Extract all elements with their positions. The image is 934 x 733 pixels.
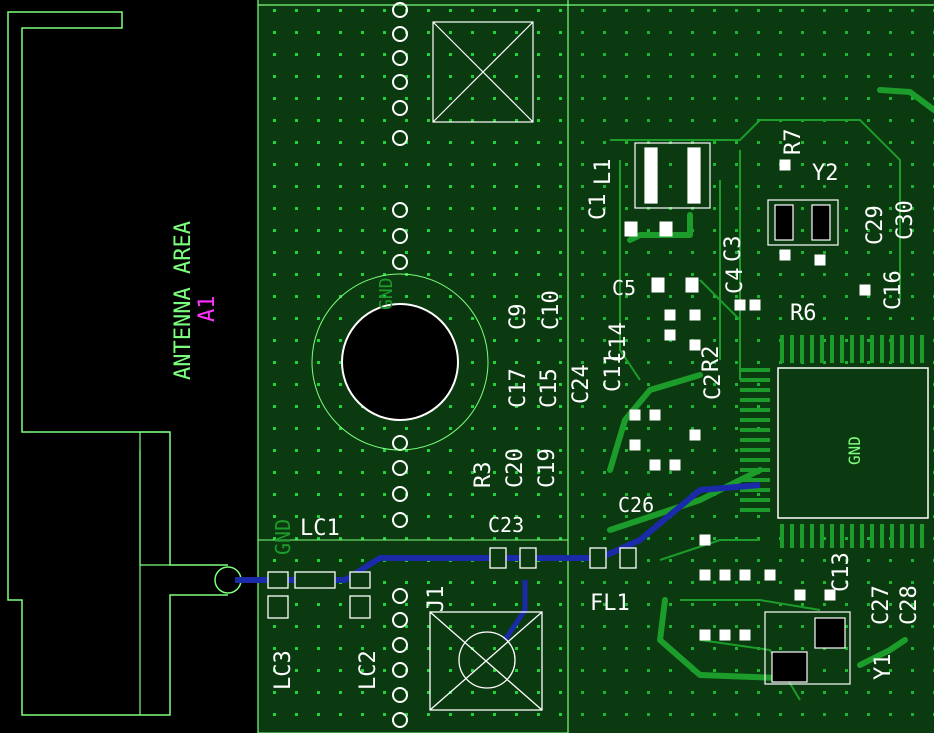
label-fl1: FL1 [590, 591, 630, 616]
label-c15: C15 [537, 368, 562, 408]
silkscreen-labels: ANTENNA AREA A1 GND GND LC1 LC3 LC2 J1 L… [171, 129, 922, 691]
label-c23: C23 [488, 513, 524, 537]
label-c11: C11 [601, 352, 626, 392]
label-c29: C29 [863, 205, 888, 245]
label-y2: Y2 [812, 161, 839, 186]
label-antenna-area: ANTENNA AREA [171, 221, 196, 380]
label-c26: C26 [618, 493, 654, 517]
label-a1: A1 [195, 296, 220, 323]
mounting-hole [341, 303, 459, 421]
label-c14: C14 [606, 322, 631, 362]
rf-branch-trace [502, 580, 528, 642]
label-c13: C13 [829, 552, 854, 592]
label-r3: R3 [471, 462, 496, 489]
label-c28: C28 [897, 585, 922, 625]
j1-connector [429, 611, 543, 711]
label-c9: C9 [506, 304, 531, 331]
label-lc2: LC2 [356, 650, 381, 690]
antenna-trace [7, 11, 228, 716]
ic-pins-bottom [780, 524, 924, 548]
label-r6: R6 [790, 301, 817, 326]
label-r7: R7 [781, 129, 806, 156]
label-lc3: LC3 [271, 650, 296, 690]
label-c24: C24 [569, 364, 594, 404]
label-j1: J1 [424, 586, 449, 613]
label-gnd-left: GND [271, 519, 295, 555]
main-ic [777, 367, 929, 519]
label-c1: C1 [586, 194, 611, 221]
label-c27: C27 [869, 585, 894, 625]
label-c19: C19 [535, 448, 560, 488]
top-square-component [432, 21, 534, 123]
passive-pads [624, 159, 871, 641]
castellated-pads [392, 2, 408, 728]
label-c5: C5 [612, 276, 636, 300]
label-c20: C20 [503, 448, 528, 488]
y2-crystal [767, 199, 839, 246]
mounting-hole-keepout [311, 273, 489, 451]
ic-pins-left [740, 368, 770, 512]
ic-pins-top [780, 335, 924, 363]
l1-inductor [634, 142, 711, 209]
label-gnd-mid: GND [376, 277, 397, 310]
rf-matching-pads [267, 547, 637, 619]
label-c4: C4 [723, 268, 748, 295]
label-lc1: LC1 [300, 516, 340, 541]
rf-section-outline [257, 539, 569, 733]
label-c2: C2 [701, 374, 726, 401]
via-stitching-right [568, 0, 934, 733]
label-y1: Y1 [871, 654, 896, 681]
label-c30: C30 [893, 200, 918, 240]
label-c3: C3 [721, 236, 746, 263]
label-gnd-chip: GND [845, 436, 864, 465]
label-c16: C16 [881, 270, 906, 310]
antenna-keepout [0, 0, 258, 733]
label-c17: C17 [506, 368, 531, 408]
y1-crystal [764, 611, 851, 685]
label-r2: R2 [699, 346, 724, 373]
label-l1: L1 [591, 159, 616, 186]
label-c10: C10 [539, 290, 564, 330]
